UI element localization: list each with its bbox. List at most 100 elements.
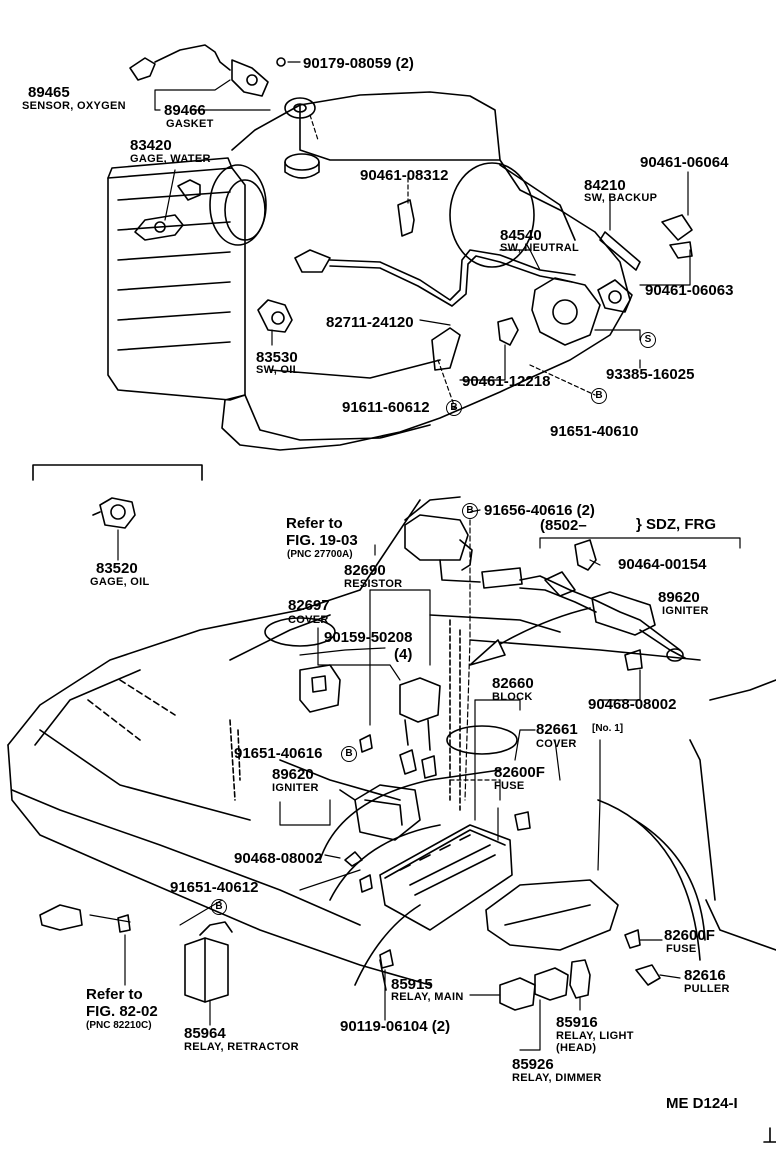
- part-name-relay-light: RELAY, LIGHT: [556, 1030, 634, 1042]
- refer-pnc-82210c: (PNC 82210C): [86, 1020, 152, 1031]
- mark-b-91651-40610: B: [591, 388, 607, 404]
- part-name-oxygen-sensor: SENSOR, OXYGEN: [22, 100, 126, 112]
- part-number-83420: 83420: [130, 137, 172, 154]
- part-number-85915: 85915: [391, 976, 433, 993]
- part-number-82600f-upper: 82600F: [494, 764, 545, 781]
- part-name-backup-switch: SW, BACKUP: [584, 192, 658, 204]
- oil-gage: [92, 497, 136, 529]
- bracket-line: [32, 464, 203, 481]
- part-number-89465: 89465: [28, 84, 70, 101]
- part-number-85926: 85926: [512, 1056, 554, 1073]
- part-name-fuse-lower: FUSE: [666, 943, 697, 955]
- refer-fig-82-02: FIG. 82-02: [86, 1003, 158, 1020]
- part-number-85916: 85916: [556, 1014, 598, 1031]
- part-number-82661: 82661: [536, 721, 578, 738]
- part-name-water-gage: GAGE, WATER: [130, 153, 211, 165]
- part-number-90461-06063: 90461-06063: [645, 282, 734, 299]
- screw-91651-40616: [359, 734, 373, 753]
- part-name-oil-switch: SW, OIL: [256, 364, 300, 376]
- part-number-91651-40616: 91651-40616: [234, 745, 323, 762]
- part-name-relay-main: RELAY, MAIN: [391, 991, 464, 1003]
- part-name-resistor: RESISTOR: [344, 578, 403, 590]
- part-number-82690: 82690: [344, 562, 386, 579]
- part-number-90179: 90179-08059 (2): [303, 55, 414, 72]
- part-number-90461-12218: 90461-12218: [462, 373, 551, 390]
- part-number-89466: 89466: [164, 102, 206, 119]
- diagram-code: ME D124-I: [666, 1095, 738, 1112]
- part-name-relay-light-head: (HEAD): [556, 1042, 597, 1054]
- part-number-84540: 84540: [500, 227, 542, 244]
- model-sdz-frg: } SDZ, FRG: [636, 516, 717, 533]
- part-number-90468-08002: 90468-08002: [234, 850, 323, 867]
- part-number-90159: 90159-50208: [324, 629, 413, 646]
- part-qty-90159: (4): [394, 646, 413, 663]
- relay-top: [404, 514, 523, 589]
- mark-s: S: [640, 332, 656, 348]
- left-bracket: [39, 904, 131, 933]
- part-number-90461-08312: 90461-08312: [360, 167, 449, 184]
- direction-arrows: [404, 496, 591, 666]
- top-leader-lines: [154, 61, 691, 409]
- part-name-fuse-upper: FUSE: [494, 780, 525, 792]
- mark-b-91611: B: [446, 400, 462, 416]
- relay-retractor: [184, 921, 233, 1003]
- part-number-91656: 91656-40616 (2): [484, 502, 595, 519]
- part-number-89620-center: 89620: [272, 766, 314, 783]
- refer-fig-19-03: FIG. 19-03: [286, 532, 358, 549]
- refer-text-19-03: Refer to: [286, 515, 343, 532]
- part-name-relay-dimmer: RELAY, DIMMER: [512, 1072, 602, 1084]
- mark-b-91651-40616: B: [341, 746, 357, 762]
- part-number-91611: 91611-60612: [342, 399, 430, 416]
- model-code-8502: (8502–: [540, 517, 587, 534]
- part-number-90468-no1: 90468-08002: [588, 696, 677, 713]
- car-body: [7, 499, 776, 991]
- part-number-82660: 82660: [492, 675, 534, 692]
- part-number-89620-right: 89620: [658, 589, 700, 606]
- part-name-gasket: GASKET: [166, 118, 214, 130]
- part-name-relay-retractor: RELAY, RETRACTOR: [184, 1041, 299, 1053]
- mark-b-91656: B: [462, 503, 478, 519]
- fuse-block: [359, 824, 513, 931]
- part-name-igniter-center: IGNITER: [272, 782, 319, 794]
- refer-pnc-27700a: (PNC 27700A): [287, 549, 353, 560]
- part-name-oil-gage: GAGE, OIL: [90, 576, 150, 588]
- backup-switch: [597, 214, 693, 313]
- part-number-91651-40612: 91651-40612: [170, 879, 259, 896]
- part-note-no1: [No. 1]: [592, 723, 624, 734]
- part-name-neutral-switch: SW, NEUTRAL: [500, 242, 580, 254]
- part-name-igniter-right: IGNITER: [662, 605, 709, 617]
- relays-bottom: [379, 949, 591, 1011]
- part-number-82711: 82711-24120: [326, 314, 414, 331]
- part-number-90119: 90119-06104 (2): [340, 1018, 451, 1035]
- cover-82697: [299, 664, 341, 713]
- igniter-right: [519, 539, 686, 671]
- part-name-cover-82661: COVER: [536, 738, 577, 750]
- part-number-85964: 85964: [184, 1025, 226, 1042]
- part-number-82697: 82697: [288, 597, 330, 614]
- part-number-82616: 82616: [684, 967, 726, 984]
- part-number-90464: 90464-00154: [618, 556, 707, 573]
- part-number-83520: 83520: [96, 560, 138, 577]
- bottom-leader-lines: [89, 509, 741, 1051]
- neutral-switch-harness: [294, 249, 601, 346]
- refer-text-82-02: Refer to: [86, 986, 143, 1003]
- corner-mark: [763, 1127, 776, 1143]
- part-name-block: BLOCK: [492, 691, 533, 703]
- oxygen-sensor: [129, 44, 316, 119]
- part-name-puller: PULLER: [684, 983, 730, 995]
- fuse-cover: [485, 879, 619, 951]
- part-number-93385: 93385-16025: [606, 366, 695, 383]
- part-number-91651-40610: 91651-40610: [550, 423, 639, 440]
- part-name-cover-82697: COVER: [288, 614, 329, 626]
- engine-assembly: [107, 91, 631, 451]
- water-gage: [134, 179, 201, 241]
- part-number-84210: 84210: [584, 177, 626, 194]
- oil-switch: [257, 299, 293, 333]
- resistor-82690: [399, 677, 441, 779]
- part-number-83530: 83530: [256, 349, 298, 366]
- part-number-82600f-lower: 82600F: [664, 927, 715, 944]
- fuse-puller-small: [514, 811, 661, 986]
- part-number-90461-06064: 90461-06064: [640, 154, 729, 171]
